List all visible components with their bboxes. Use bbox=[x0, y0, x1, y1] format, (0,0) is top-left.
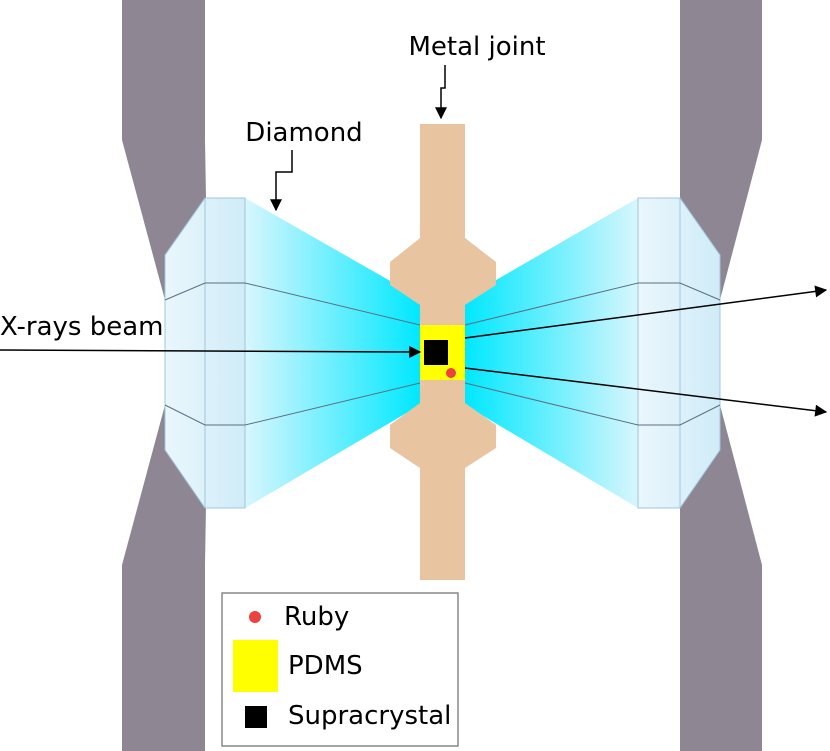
diffracted-beam-arrow-lower bbox=[464, 367, 828, 417]
incident-xray-arrow bbox=[0, 345, 422, 358]
legend: Ruby PDMS Supracrystal bbox=[221, 592, 459, 747]
metal-joint-leader bbox=[435, 65, 447, 120]
legend-pdms-swatch bbox=[233, 640, 278, 692]
xray-beam-label: X-rays beam bbox=[0, 312, 163, 342]
diamond-label: Diamond bbox=[245, 118, 362, 148]
metal-joint-label: Metal joint bbox=[408, 32, 545, 62]
legend-ruby-label: Ruby bbox=[284, 602, 349, 632]
right-diamond bbox=[464, 197, 721, 509]
left-diamond bbox=[164, 197, 421, 509]
diffracted-beam-arrow-upper bbox=[464, 285, 828, 339]
diamond-leader bbox=[270, 150, 293, 212]
supracrystal-sample bbox=[424, 340, 448, 365]
left-anvil-seat bbox=[122, 0, 206, 751]
ruby-sphere bbox=[446, 368, 456, 378]
legend-ruby-swatch bbox=[249, 611, 261, 623]
legend-supracrystal-swatch bbox=[245, 706, 267, 728]
right-anvil-seat bbox=[680, 0, 762, 751]
legend-pdms-label: PDMS bbox=[288, 651, 363, 681]
legend-supracrystal-label: Supracrystal bbox=[288, 701, 451, 731]
